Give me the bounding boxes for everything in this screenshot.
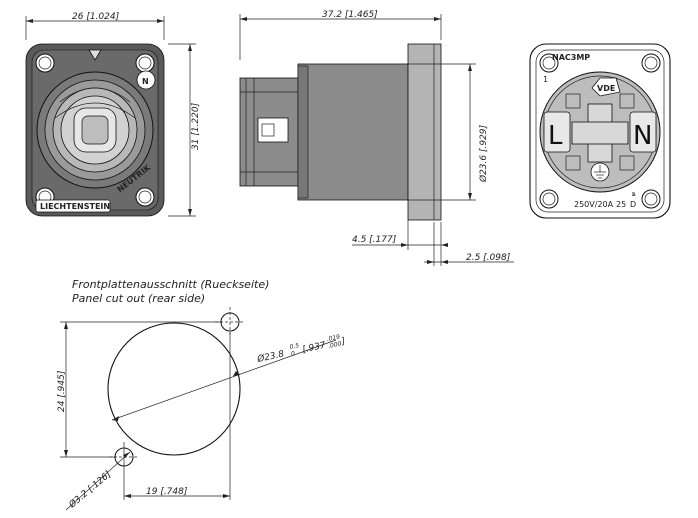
neutral-letter: N <box>633 121 652 151</box>
terminal-tab <box>257 117 289 143</box>
side-thickness-dim: 2.5 [.098] <box>466 253 511 263</box>
front-width-dim: 26 [1.024] <box>72 12 120 22</box>
live-terminal <box>543 111 571 153</box>
front-view: 26 [1.024] 31 [1.220] N NEUTRIK <box>25 12 201 217</box>
side-diameter-dim: Ø23.6 [.929] <box>478 124 489 183</box>
pin-label: 1 <box>543 75 548 84</box>
side-body <box>297 63 409 201</box>
rating-text: 250V/20A <box>574 200 614 209</box>
mounting-hole <box>135 187 155 207</box>
rear-view: NAC3MP 1 VDE L N 250V/20A 25 D ꭱ <box>529 43 671 219</box>
hole-tol-inch-upper: .019 <box>326 333 341 343</box>
mark-d: D <box>630 200 636 209</box>
vertical-dim: 24 [.945] <box>57 370 67 412</box>
side-view: 37.2 [1.465] Ø23.6 [.929] 4.5 [.177] <box>239 10 514 266</box>
hole-tol-upper: 0.5 <box>289 342 300 351</box>
hole-tol-lower: 0 <box>290 350 295 358</box>
cutout-title-en: Panel cut out (rear side) <box>72 292 205 305</box>
hole-tol-inch-lower: .000 <box>328 340 343 350</box>
live-letter: L <box>548 121 563 151</box>
country-text: LIECHTENSTEIN <box>40 202 110 211</box>
hole-dia-inch: [.937 <box>302 341 327 356</box>
orientation-triangle-icon <box>88 49 102 61</box>
front-height-dim: 31 [1.220] <box>191 102 201 150</box>
vde-text: VDE <box>597 84 615 93</box>
hole-dia-dim: Ø23.8 <box>255 348 285 365</box>
vde-badge <box>591 77 621 97</box>
panel-cutout-hole <box>107 322 241 456</box>
horizontal-dim: 19 [.748] <box>146 487 188 497</box>
screw-hole-dim: Ø3.2 [.126] <box>66 469 114 511</box>
rating-code: 25 <box>616 200 626 209</box>
panel-cutout: Frontplattenausschnitt (Rueckseite) Pane… <box>57 278 347 511</box>
hole-dia-label: Ø23.8 <box>255 348 285 365</box>
hole-dia-inch-end: ] <box>340 336 347 347</box>
brand-logo <box>136 70 156 90</box>
cutout-title-de: Frontplattenausschnitt (Rueckseite) <box>72 278 269 291</box>
model-text: NAC3MP <box>552 53 590 62</box>
neutral-terminal <box>629 111 657 153</box>
mounting-hole <box>35 53 55 73</box>
ul-mark-icon: ꭱ <box>632 189 636 198</box>
side-length-dim: 37.2 [1.465] <box>322 10 378 20</box>
side-flange <box>407 43 442 221</box>
svg-text:N: N <box>142 77 149 86</box>
side-flange-dim: 4.5 [.177] <box>352 235 397 245</box>
